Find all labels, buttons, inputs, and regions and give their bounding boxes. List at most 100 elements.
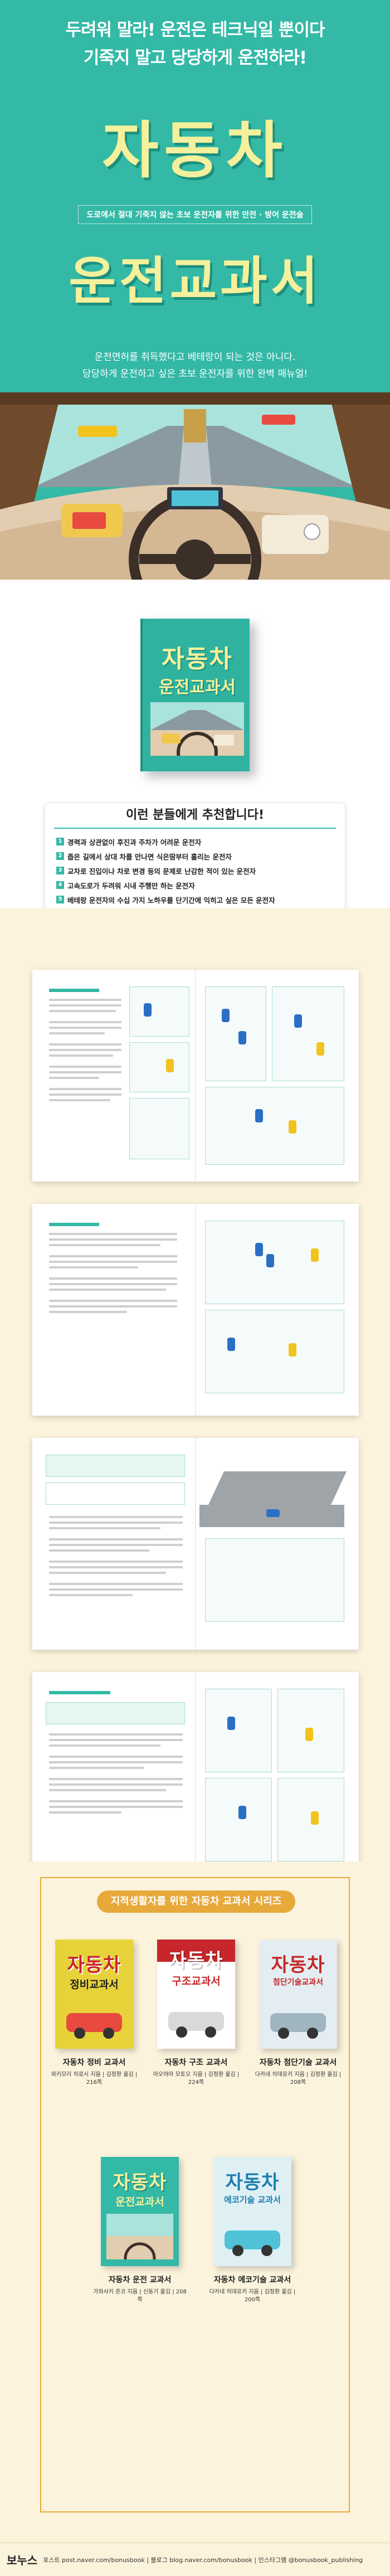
preview-text-line [49, 1099, 110, 1101]
preview-text-line [49, 1744, 160, 1747]
series-book[interactable]: 자동차 에코기술 교과서 자동차 에코기술 교과서 다카네 히데유키 지음 | … [205, 2157, 300, 2304]
preview-diagram-box [205, 1778, 272, 1861]
preview-text-line [49, 1021, 121, 1023]
preview-text-line [49, 1588, 183, 1591]
recommendation-text: 경력과 상관없이 후진과 주차가 어려운 운전자 [67, 838, 202, 847]
preview-text-line [49, 1778, 183, 1780]
series-book-name: 자동차 첨단기술 교과서 [259, 2058, 337, 2067]
preview-text-line [49, 999, 121, 1001]
recommendation-number: 1 [56, 838, 64, 845]
preview-note-box [46, 1702, 185, 1724]
series-cover-subtitle: 첨단기술교과서 [272, 1978, 324, 1987]
preview-diagram-box [205, 1538, 344, 1622]
preview-text-line [49, 1739, 183, 1741]
series-cover-title: 자동차 [225, 2171, 280, 2194]
preview-text-line [49, 1277, 177, 1280]
preview-car-yellow [305, 1728, 313, 1741]
preview-car-blue [227, 1338, 235, 1351]
hero-banner: 두려워 말라! 운전은 테크닉일 뿐이다 기죽지 말고 당당하게 운전하라! 자… [0, 0, 390, 580]
preview-diagram-box [129, 986, 189, 1037]
preview-car-yellow [289, 1343, 296, 1357]
preview-text-line [49, 1043, 121, 1046]
preview-text-line [49, 1238, 177, 1241]
preview-text-line [49, 1066, 121, 1068]
hero-title-line-2: 기죽지 말고 당당하게 운전하라! [83, 48, 307, 68]
preview-text-line [49, 1027, 121, 1029]
preview-text-line [49, 1811, 121, 1814]
book-cover: 자동차 운전교과서 [140, 619, 250, 771]
preview-text-line [49, 1522, 183, 1524]
preview-diagram-box [205, 1310, 344, 1393]
preview-question-box [46, 1455, 185, 1477]
page-fold [195, 1204, 196, 1416]
series-cover-subtitle: 구조교과서 [172, 1975, 221, 1987]
page-fold [195, 970, 196, 1182]
series-cover-subtitle: 운전교과서 [115, 2196, 164, 2208]
page-fold [195, 1438, 196, 1650]
preview-text-line [49, 1004, 121, 1007]
preview-diagram-box [205, 1689, 272, 1772]
recommendation-number: 3 [56, 867, 64, 874]
preview-text-line [49, 1806, 183, 1808]
series-book[interactable]: 자동차 정비교과서 자동차 정비 교과서 와키모리 히로시 지음 | 김정환 옮… [47, 1940, 142, 2087]
series-book[interactable]: 자동차 구조교과서 자동차 구조 교과서 아오야마 모토오 지음 | 김정환 옮… [149, 1940, 243, 2087]
series-book[interactable]: 자동차 첨단기술교과서 자동차 첨단기술 교과서 다카네 히데유키 지음 | 김… [251, 1940, 345, 2087]
series-book[interactable]: 자동차 운전교과서 자동차 운전 교과서 가와사키 준코 지음 | 신동기 옮김… [92, 2157, 187, 2304]
series-book-name: 자동차 정비 교과서 [62, 2058, 126, 2067]
hero-big-word-car: 자동차 [102, 115, 288, 186]
preview-text-line [49, 1049, 121, 1051]
series-heading: 지적생활자를 위한 자동차 교과서 시리즈 [97, 1890, 295, 1913]
series-cover-car-illustration [168, 2012, 224, 2038]
preview-text-line [49, 1071, 121, 1073]
footer-links[interactable]: 포스트 post.naver.com/bonusbook | 블로그 blog.… [43, 2556, 363, 2564]
series-book-name: 자동차 에코기술 교과서 [213, 2276, 291, 2285]
series-cover-car-illustration [66, 2013, 122, 2039]
preview-text-line [49, 1088, 121, 1090]
series-book-cover: 자동차 에코기술 교과서 [213, 2157, 291, 2266]
preview-text-line [49, 1010, 116, 1012]
book-cover-title-2: 운전교과서 [159, 678, 236, 697]
preview-pages-section [0, 908, 390, 1884]
recommendation-box: 이런 분들에게 추천합니다! 1 경력과 상관없이 후진과 주차가 어려운 운전… [45, 803, 345, 912]
preview-text-line [49, 1549, 149, 1552]
preview-text-line [49, 1583, 183, 1585]
series-book-meta: 가와사키 준코 지음 | 신동기 옮김 | 208쪽 [93, 2289, 187, 2303]
series-cover-subtitle: 정비교과서 [70, 1979, 119, 1991]
recommendation-divider [54, 828, 336, 829]
series-cover-cockpit-illustration [106, 2214, 173, 2259]
recommendation-text: 고속도로가 두려워 시내 주행만 하는 운전자 [67, 881, 195, 890]
preview-diagram-box [205, 1087, 344, 1165]
preview-text-line [49, 1733, 183, 1736]
recommendation-text: 좁은 길에서 상대 차를 만나면 식은땀부터 흘리는 운전자 [67, 852, 232, 861]
book-section: 자동차 운전교과서 이런 분들에게 추천합니다! 1 경력과 상관없이 후진과 … [0, 580, 390, 912]
preview-text-line [49, 1300, 177, 1302]
preview-road [208, 1471, 347, 1505]
preview-text-line [49, 1761, 183, 1763]
preview-text-line [49, 1311, 127, 1313]
preview-car-blue [255, 1243, 263, 1256]
preview-car-blue [255, 1109, 263, 1122]
hero-description-line-1: 운전면허를 취득했다고 베테랑이 되는 것은 아니다. [94, 352, 296, 363]
preview-text-line [49, 1255, 177, 1257]
hero-title-line-1: 두려워 말라! 운전은 테크닉일 뿐이다 [65, 20, 325, 40]
preview-text-line [49, 1594, 133, 1596]
recommendation-item: 5 베테랑 운전자의 수십 가지 노하우를 단기간에 익히고 싶은 모든 운전자 [56, 892, 334, 907]
series-book-meta: 다카네 히데유키 지음 | 김정환 옮김 | 200쪽 [209, 2289, 296, 2303]
series-book-name: 자동차 운전 교과서 [108, 2276, 172, 2285]
recommendation-item: 3 교차로 진입이나 차로 변경 등의 문제로 난감한 적이 있는 운전자 [56, 863, 334, 878]
series-cover-title: 자동차 [113, 2171, 167, 2194]
car-cockpit-illustration [0, 392, 390, 580]
series-cover-subtitle: 에코기술 교과서 [224, 2195, 281, 2205]
series-book-cover: 자동차 정비교과서 [55, 1940, 133, 2049]
series-book-cover: 자동차 첨단기술교과서 [259, 1940, 337, 2049]
preview-text-line [49, 1767, 144, 1769]
preview-car-blue [222, 1009, 230, 1022]
preview-diagram-box [205, 986, 266, 1081]
preview-answer-box [46, 1483, 185, 1505]
preview-text-line [49, 1538, 183, 1540]
preview-car-yellow [311, 1248, 319, 1262]
preview-text-line [49, 1244, 160, 1246]
preview-car-blue [227, 1717, 235, 1730]
recommendation-heading: 이런 분들에게 추천합니다! [126, 808, 264, 822]
preview-diagram-box [205, 1221, 344, 1304]
